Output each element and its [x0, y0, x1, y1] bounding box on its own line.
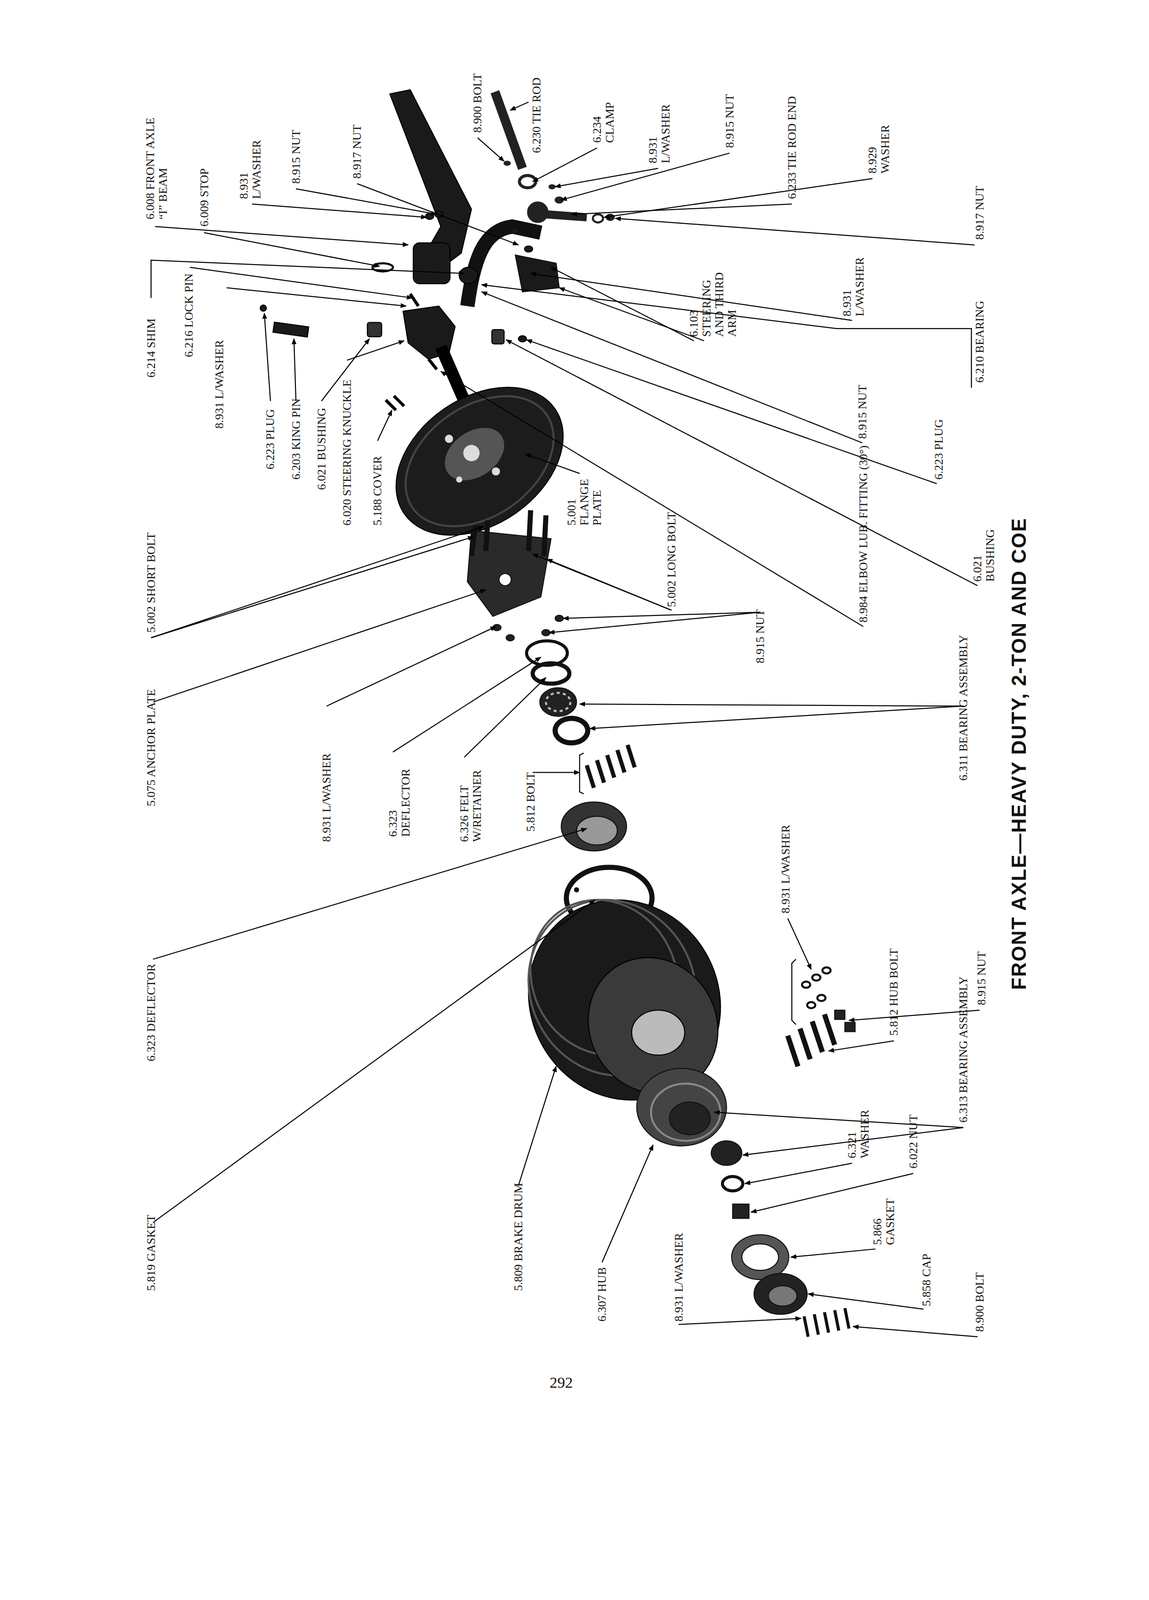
part-label: 5.866 GASKET [871, 1194, 897, 1245]
part-label: 6.326 FELT W/RETAINER [458, 762, 484, 842]
anchor-plate [467, 509, 564, 641]
part-label: 8.917 NUT [973, 185, 987, 240]
part-label: 5.858 CAP [920, 1253, 934, 1307]
part-label: 6.022 NUT [907, 1114, 920, 1169]
part-label: 5.812 BOLT [524, 772, 538, 832]
part-label: 8.931 L/WASHER [672, 1232, 686, 1322]
part-label: 5.075 ANCHOR PLATE [144, 689, 158, 807]
part-label: 8.900 BOLT [973, 1272, 987, 1332]
part-label: 8.900 BOLT [471, 73, 485, 133]
part-label: 6.313 BEARING ASSEMBLY [957, 976, 970, 1123]
part-label: 6.234 CLAMP [590, 99, 617, 143]
part-label: 6.223 PLUG [932, 419, 946, 480]
part-label: 6.323 DEFLECTOR [386, 764, 413, 837]
part-label: 8.931 L/WASHER [779, 824, 793, 914]
part-label: 6.009 STOP [198, 168, 211, 227]
part-label: 6.103 STEERING AND THIRD ARM [687, 270, 739, 337]
part-label: 8.929 WASHER [866, 119, 892, 174]
bolt-bracket [579, 753, 796, 1025]
part-label: 8.931 L/WASHER [213, 339, 226, 429]
diagram-title: FRONT AXLE—HEAVY DUTY, 2-TON AND COE [1008, 517, 1030, 990]
part-label: 5.819 GASKET [144, 1214, 158, 1292]
part-label: 8.915 NUT [723, 94, 737, 148]
part-label: 5.812 HUB BOLT [887, 948, 901, 1036]
part-label: 8.931 L/WASHER [320, 753, 334, 842]
part-label: 5.188 COVER [371, 455, 385, 526]
part-label: 6.008 FRONT AXLE “I” BEAM [144, 108, 170, 220]
part-label: 6.203 KING PIN [289, 398, 303, 480]
part-label: 5.002 SHORT BOLT [144, 532, 158, 633]
part-label: 8.915 NUT [754, 609, 767, 664]
axle-beam [372, 89, 472, 285]
part-label: 6.216 LOCK PIN [182, 273, 196, 358]
part-label: 8.931 L/WASHER [237, 137, 264, 200]
hub-bolts [787, 967, 855, 1067]
part-label: 6.321 WASHER [845, 1103, 872, 1159]
part-label: 6.223 PLUG [264, 409, 277, 470]
part-label: 5.002 LONG BOLT [665, 512, 679, 608]
part-label: 6.210 BEARING [973, 300, 987, 383]
part-label: 8.915 NUT [975, 951, 989, 1005]
page-number: 292 [549, 1373, 573, 1392]
steering-arm [467, 226, 560, 306]
part-label: 5.809 BRAKE DRUM [512, 1182, 525, 1291]
inner-bearing [526, 640, 635, 788]
part-label: 6.307 HUB [595, 1267, 609, 1322]
part-label: 6.021 BUSHING [971, 524, 997, 582]
leader-lines [150, 101, 980, 1337]
part-label: 6.020 STEERING KNUCKLE [340, 379, 354, 526]
part-label: 8.915 NUT [856, 384, 870, 439]
part-label: 6.311 BEARING ASSEMBLY [957, 634, 970, 781]
tie-rod [494, 91, 615, 223]
part-label: 6.230 TIE ROD [530, 77, 544, 153]
part-label: 8.931 L/WASHER [840, 254, 867, 317]
part-label: 6.233 TIE ROD END [785, 96, 799, 200]
part-label: 8.915 NUT [289, 129, 303, 184]
part-label: 8.931 L/WASHER [646, 101, 673, 164]
part-label: 8.984 ELBOW LUB. FITTING (30°) [857, 445, 870, 623]
part-label: 5.001 FLANGE PLATE [565, 475, 604, 526]
part-label: 6.214 SHIM [144, 318, 158, 378]
part-label: 6.323 DEFLECTOR [144, 963, 158, 1062]
part-label: 8.917 NUT [350, 124, 364, 179]
part-label: 6.021 BUSHING [315, 407, 329, 490]
hub [636, 1068, 850, 1337]
steering-knuckle [260, 267, 527, 410]
